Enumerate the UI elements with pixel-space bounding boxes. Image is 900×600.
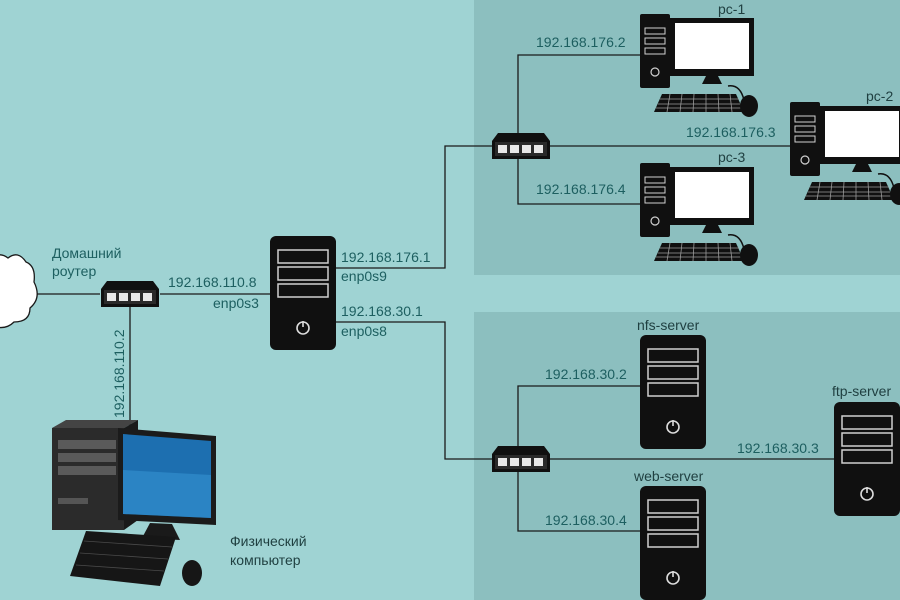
lan2-iface-label: enp0s8 bbox=[341, 323, 387, 339]
ftp-name-label: ftp-server bbox=[832, 383, 891, 399]
cloud-icon bbox=[0, 254, 38, 329]
lan2-ip-label: 192.168.30.1 bbox=[341, 303, 423, 319]
home-router-label-line1: Домашний bbox=[52, 245, 121, 261]
physical-computer-icon bbox=[52, 420, 216, 586]
ftp-server-icon bbox=[833, 401, 900, 517]
pc3-ip-label: 192.168.176.4 bbox=[536, 181, 626, 197]
pc3-name-label: pc-3 bbox=[718, 149, 745, 165]
lan-176-switch-icon bbox=[492, 133, 550, 159]
router-ip-label: 192.168.110.8 bbox=[168, 274, 257, 290]
home-router-label-line2: роутер bbox=[52, 263, 96, 279]
home-router-switch-icon bbox=[101, 281, 159, 307]
lan1-iface-label: enp0s9 bbox=[341, 268, 387, 284]
web-ip-label: 192.168.30.4 bbox=[545, 512, 627, 528]
nfs-ip-label: 192.168.30.2 bbox=[545, 366, 627, 382]
pc-uplink-ip-label: 192.168.110.2 bbox=[111, 329, 127, 418]
gateway-server-icon bbox=[269, 235, 337, 351]
nfs-server-icon bbox=[639, 334, 707, 450]
pc2-name-label: pc-2 bbox=[866, 88, 893, 104]
web-server-icon bbox=[639, 485, 707, 600]
nfs-name-label: nfs-server bbox=[637, 317, 700, 333]
lan1-ip-label: 192.168.176.1 bbox=[341, 249, 431, 265]
ftp-ip-label: 192.168.30.3 bbox=[737, 440, 819, 456]
network-links bbox=[28, 54, 836, 532]
physical-pc-label-line2: компьютер bbox=[230, 552, 301, 568]
pc1-ip-label: 192.168.176.2 bbox=[536, 34, 626, 50]
web-name-label: web-server bbox=[633, 468, 704, 484]
lan-30-switch-icon bbox=[492, 446, 550, 472]
pc2-ip-label: 192.168.176.3 bbox=[686, 124, 776, 140]
physical-pc-label-line1: Физический bbox=[230, 533, 307, 549]
router-iface-label: enp0s3 bbox=[213, 295, 259, 311]
pc1-name-label: pc-1 bbox=[718, 1, 745, 17]
